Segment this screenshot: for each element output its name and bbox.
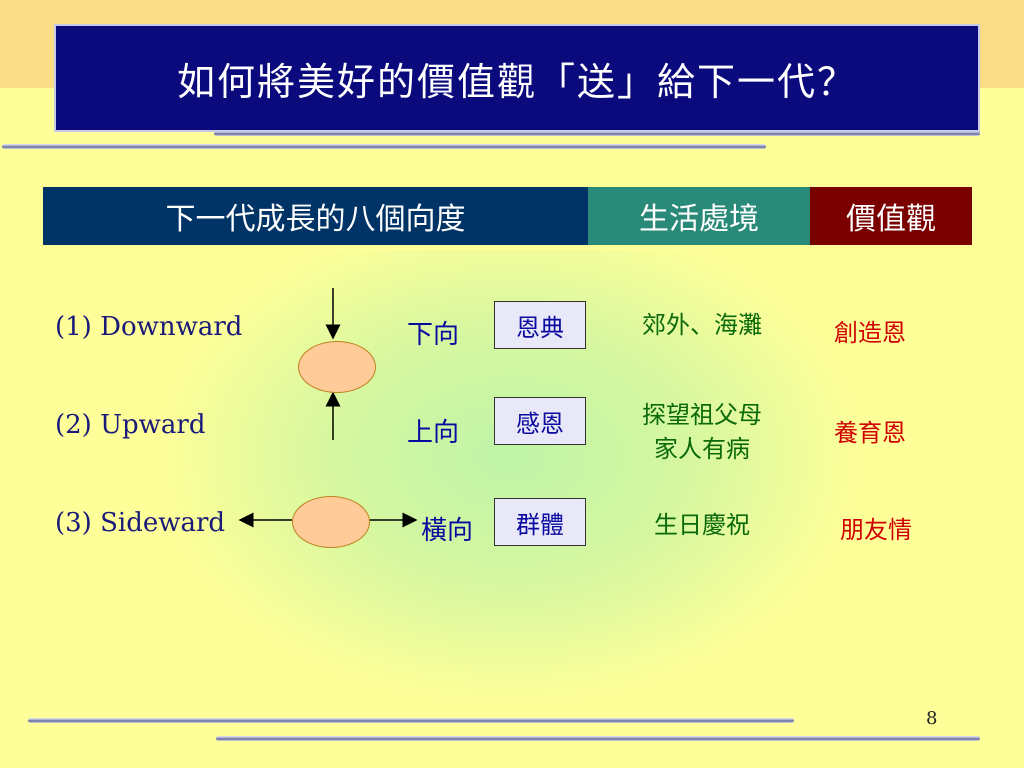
header-dimensions-label: 下一代成長的八個向度 (165, 202, 466, 237)
boxed-gratitude: 感恩 (494, 397, 586, 445)
bottom-rule-1 (28, 718, 794, 723)
situation-row2-line2: 家人有病 (654, 435, 750, 463)
direction-upward: 上向 (407, 418, 460, 448)
bottom-rule-2 (216, 736, 980, 741)
situation-row2-line1: 探望祖父母 (642, 401, 762, 429)
title-box: 如何將美好的價值觀「送」給下一代？ (54, 24, 980, 132)
row-label-upward: (2) Upward (55, 410, 206, 440)
header-situation-label: 生活處境 (639, 202, 759, 237)
top-rule-1 (214, 131, 980, 136)
header-situation: 生活處境 (588, 187, 810, 245)
node-ellipse-1 (298, 341, 376, 393)
value-row1: 創造恩 (834, 319, 906, 347)
direction-downward: 下向 (407, 320, 460, 350)
boxed-community: 群體 (494, 498, 586, 546)
row-label-sideward: (3) Sideward (55, 508, 226, 538)
direction-sideward: 橫向 (421, 516, 474, 546)
value-row3: 朋友情 (840, 516, 912, 544)
row-label-downward: (1) Downward (55, 312, 243, 342)
top-rule-2 (2, 144, 766, 149)
situation-row2: 探望祖父母 家人有病 (612, 398, 792, 466)
header-values-label: 價值觀 (846, 202, 936, 237)
node-ellipse-2 (292, 496, 370, 548)
value-row2: 養育恩 (834, 419, 906, 447)
page-number: 8 (926, 708, 938, 729)
header-dimensions: 下一代成長的八個向度 (43, 187, 588, 245)
situation-row1: 郊外、海灘 (642, 311, 762, 339)
situation-row3: 生日慶祝 (654, 511, 750, 539)
header-values: 價值觀 (810, 187, 972, 245)
slide-title: 如何將美好的價值觀「送」給下一代？ (176, 59, 857, 104)
boxed-grace: 恩典 (494, 301, 586, 349)
